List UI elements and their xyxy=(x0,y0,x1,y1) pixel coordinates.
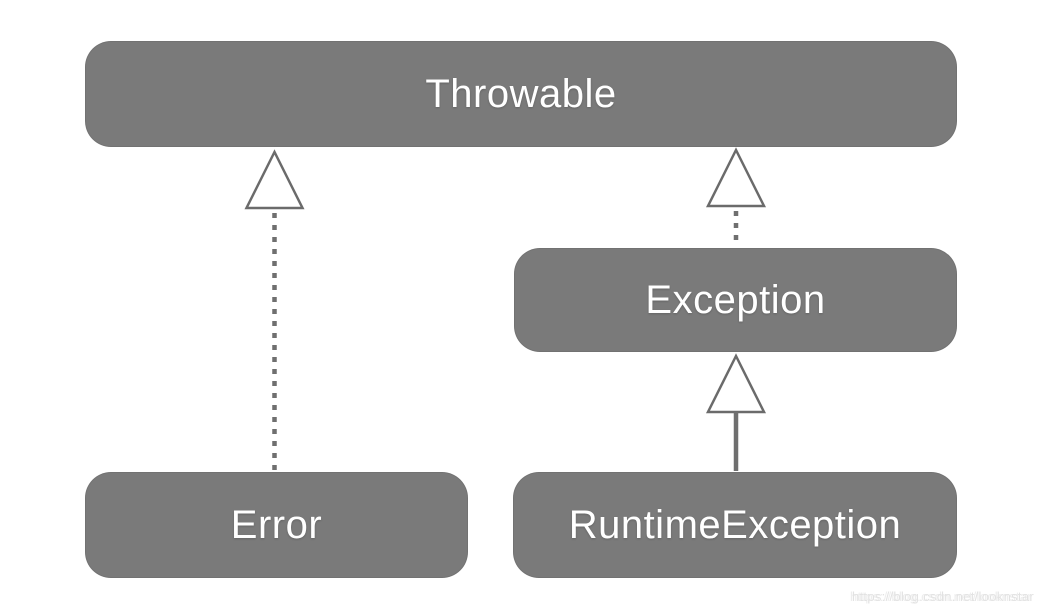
hollow-triangle-arrowhead xyxy=(705,353,767,414)
class-node-exception: Exception xyxy=(514,248,957,352)
inheritance-edge-runtime-to-exception xyxy=(705,353,767,471)
class-node-label: Error xyxy=(230,502,323,547)
class-node-throwable: Throwable xyxy=(85,41,957,147)
class-node-error: Error xyxy=(85,472,468,578)
watermark-url: https://blog.csdn.net/looknstar xyxy=(851,589,1034,604)
hollow-triangle-arrowhead xyxy=(705,147,767,208)
class-node-label: Throwable xyxy=(425,71,617,116)
hollow-triangle-arrowhead xyxy=(244,149,305,210)
inheritance-edge-exception-to-throwable xyxy=(705,147,767,247)
class-node-label: RuntimeException xyxy=(568,502,902,547)
class-node-label: Exception xyxy=(645,277,826,322)
inheritance-edge-error-to-throwable xyxy=(244,149,305,471)
class-node-runtime-exception: RuntimeException xyxy=(513,472,957,578)
